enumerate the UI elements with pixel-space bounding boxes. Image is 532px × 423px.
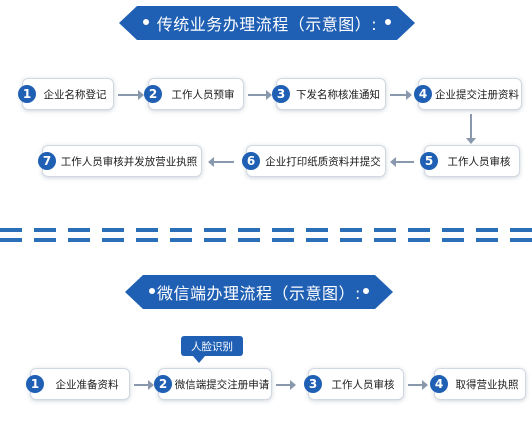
arrow-left	[390, 158, 414, 166]
traditional-step-2: 工作人员预审	[148, 78, 244, 110]
step-label: 工作人员预审	[171, 88, 235, 101]
step-label: 企业准备资料	[55, 378, 119, 391]
traditional-step-3: 下发名称核准通知	[276, 78, 386, 110]
section-divider-bottom	[0, 238, 532, 242]
banner-dot-right	[385, 19, 391, 25]
arrow-right	[390, 91, 412, 99]
step-label: 企业名称登记	[43, 88, 107, 101]
wechat-step-2: 微信端提交注册申请	[158, 368, 272, 400]
arrow-right	[248, 91, 272, 99]
wechat-title: 微信端办理流程（示意图）:	[157, 284, 361, 303]
arrow-right	[134, 381, 154, 389]
step-number-7: 7	[38, 152, 56, 170]
wechat-step-3: 工作人员审核	[308, 368, 404, 400]
arrow-down	[467, 114, 475, 144]
step-label: 下发名称核准通知	[296, 88, 380, 101]
traditional-title-banner: 传统业务办理流程（示意图）:	[119, 6, 415, 40]
section-divider-top	[0, 228, 532, 232]
traditional-step-1: 企业名称登记	[22, 78, 114, 110]
step-number-3: 3	[304, 375, 322, 393]
step-label: 取得营业执照	[455, 378, 519, 391]
step-number-4: 4	[430, 375, 448, 393]
traditional-step-5: 工作人员审核	[424, 145, 520, 177]
step-label: 工作人员审核	[447, 155, 511, 168]
wechat-step-1: 企业准备资料	[30, 368, 130, 400]
step-label: 企业提交注册资料	[435, 88, 519, 101]
arrow-right	[118, 91, 144, 99]
arrow-right	[408, 381, 428, 389]
banner-dot-right	[363, 288, 369, 294]
arrow-left	[208, 158, 234, 166]
wechat-title-banner: 微信端办理流程（示意图）:	[125, 275, 393, 309]
step-label: 微信端提交注册申请	[174, 378, 270, 391]
step-number-2: 2	[154, 375, 172, 393]
arrow-right	[276, 381, 296, 389]
traditional-title: 传统业务办理流程（示意图）:	[156, 15, 378, 34]
traditional-step-4: 企业提交注册资料	[418, 78, 522, 110]
step-number-3: 3	[272, 85, 290, 103]
step-label: 企业打印纸质资料并提交	[265, 155, 381, 168]
step-number-4: 4	[414, 85, 432, 103]
step-number-6: 6	[242, 152, 260, 170]
traditional-step-6: 企业打印纸质资料并提交	[246, 145, 386, 177]
banner-dot-left	[149, 288, 155, 294]
step-label: 工作人员审核	[331, 378, 395, 391]
step-label: 工作人员审核并发放营业执照	[60, 155, 198, 168]
banner-dot-left	[143, 19, 149, 25]
traditional-step-7: 工作人员审核并发放营业执照	[42, 145, 202, 177]
face-recognition-tag: 人脸识别	[181, 336, 243, 363]
step-number-2: 2	[144, 85, 162, 103]
step-number-5: 5	[420, 152, 438, 170]
step-number-1: 1	[18, 85, 36, 103]
step-number-1: 1	[26, 375, 44, 393]
